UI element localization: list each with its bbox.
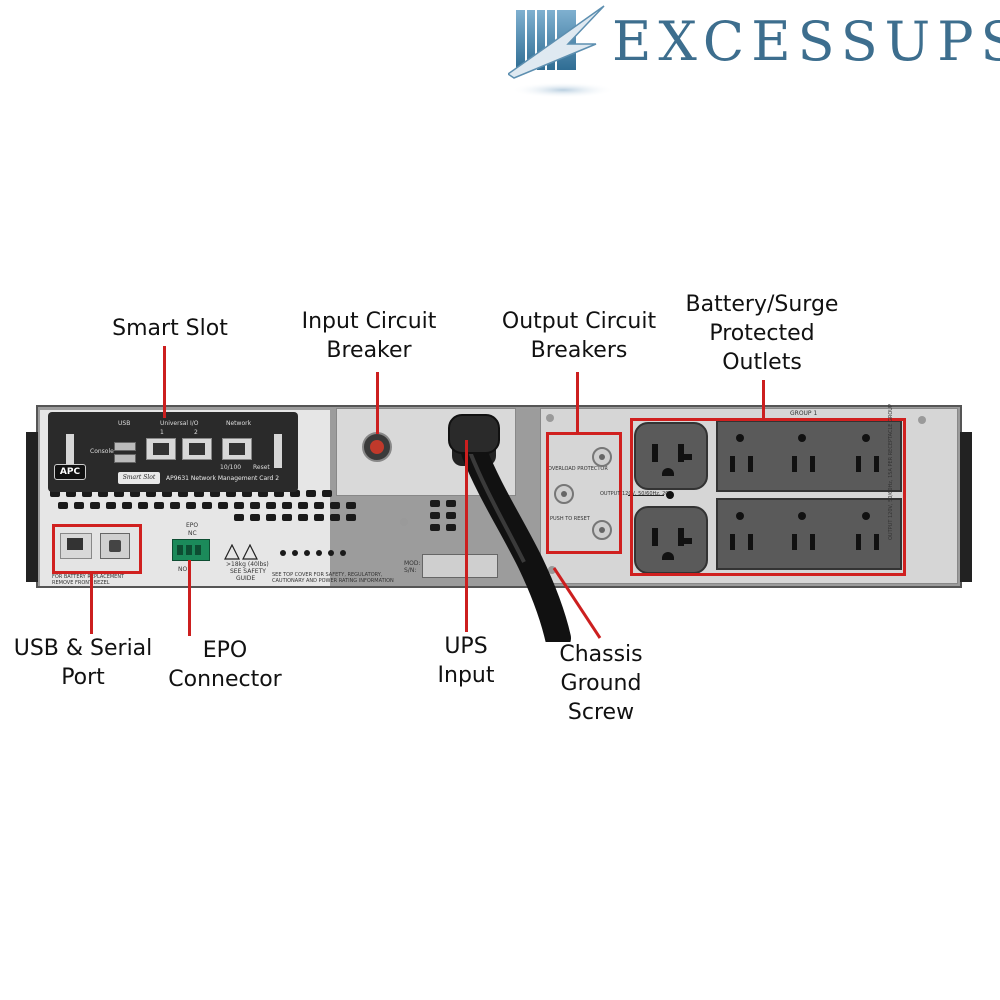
outlets-callout-box: [630, 418, 906, 576]
logo-icon: [508, 5, 615, 98]
label-ups-input: UPS Input: [437, 634, 495, 688]
weight-note: >18kg (40lbs): [226, 561, 269, 568]
group-label: GROUP 1: [790, 410, 818, 417]
chassis-ground-screw[interactable]: [548, 566, 556, 574]
label-input-breaker: Input Circuit Breaker: [301, 309, 437, 363]
outlet-single-top[interactable]: [634, 422, 708, 490]
rating-dot: [666, 491, 674, 499]
card-speed-label: 10/100: [220, 464, 242, 471]
input-circuit-breaker[interactable]: [362, 432, 392, 462]
label-epo: EPO Connector: [168, 638, 282, 692]
epo-connector[interactable]: [172, 539, 210, 561]
outlet-strip-bottom[interactable]: [716, 498, 902, 570]
label-output-breakers: Output Circuit Breakers: [501, 309, 657, 363]
output-breaker-1[interactable]: [592, 447, 612, 467]
vent-grid: [50, 490, 360, 526]
label-outlets: Battery/Surge Protected Outlets: [685, 292, 839, 375]
output-breakers-callout-box: [546, 432, 622, 554]
rack-ear-left: [26, 432, 38, 582]
guide: GUIDE: [236, 575, 256, 582]
card-smartslot-text: Smart Slot: [122, 474, 156, 481]
card-universal-io-label: Universal I/O: [160, 420, 199, 427]
brand-logo: EXCESSUPS: [508, 4, 1000, 100]
panel-bolt-top: [546, 414, 554, 422]
card-universal-io-port-2[interactable]: [182, 438, 212, 460]
rating-line: [628, 495, 664, 496]
card-reset-label: Reset: [253, 464, 270, 471]
output-breaker-3[interactable]: [592, 520, 612, 540]
output-breaker-2[interactable]: [554, 484, 574, 504]
vent-grid-mid: [430, 500, 520, 540]
model-label: MOD:: [404, 560, 421, 567]
serial-label: S/N:: [404, 567, 417, 574]
card-smartslot-badge: Smart Slot: [118, 472, 160, 484]
card-latch-left: [66, 434, 74, 468]
leader-ups-input: [465, 440, 468, 632]
card-port1-label: 1: [160, 429, 164, 436]
leader-input-breaker: [376, 372, 379, 434]
card-model-label: AP9631 Network Management Card 2: [166, 475, 280, 482]
warning-icon: [224, 544, 258, 560]
label-chassis: Chassis Ground Screw: [559, 642, 643, 725]
smart-slot-card: USB Universal I/O Network 1 2 Console 10…: [48, 412, 298, 492]
overload-label: OVERLOAD PROTECTOR: [548, 466, 608, 472]
leader-epo: [188, 560, 191, 636]
cover-note-line1: SEE TOP COVER FOR SAFETY, REGULATORY,: [272, 572, 383, 578]
leader-usb-serial: [90, 574, 93, 634]
usb-b-port[interactable]: [100, 533, 130, 559]
card-network-label: Network: [226, 420, 252, 427]
card-brand: APC: [59, 467, 81, 477]
card-universal-io-port-1[interactable]: [146, 438, 176, 460]
label-smart-slot: Smart Slot: [112, 316, 228, 341]
epo-label: EPO: [186, 522, 199, 529]
model-plate: [422, 554, 498, 578]
panel-bolt-left-mid: [400, 518, 408, 526]
card-brand-badge: APC: [54, 464, 86, 480]
leader-output-breakers: [576, 372, 579, 434]
label-usb-serial: USB & Serial Port: [13, 636, 153, 690]
epo-nc-label: NC: [188, 530, 197, 537]
brand-name: EXCESSUPS: [612, 10, 1000, 73]
outlet-strip-top[interactable]: [716, 420, 902, 492]
card-port2-label: 2: [194, 429, 198, 436]
card-network-port[interactable]: [222, 438, 252, 460]
card-usb-port-1[interactable]: [114, 442, 136, 451]
battery-note-line1: FOR BATTERY REPLACEMENT: [52, 574, 125, 580]
rack-ear-right: [960, 432, 972, 582]
cord-gland: [448, 414, 500, 454]
epo-no-label: NO: [178, 566, 188, 573]
card-usb-port-2[interactable]: [114, 454, 136, 463]
card-console-label: Console: [90, 448, 114, 455]
vent-grid-small: [280, 550, 360, 560]
cover-note-line2: CAUTIONARY AND POWER RATING INFORMATION: [272, 578, 394, 584]
card-latch-right: [274, 434, 282, 468]
card-usb-label: USB: [118, 420, 131, 427]
side-rating: OUTPUT 120V, 50/60Hz, 15A PER RECEPTACLE…: [888, 404, 894, 540]
leader-outlets: [762, 380, 765, 420]
panel-bolt-right: [918, 416, 926, 424]
output-rating: OUTPUT 120V, 50/60Hz, 20A: [600, 491, 672, 497]
see-safety: SEE SAFETY: [230, 568, 266, 575]
leader-chassis: [552, 567, 602, 639]
battery-note-line2: REMOVE FRONT BEZEL: [52, 580, 110, 586]
serial-port[interactable]: [60, 533, 92, 559]
push-reset-label: PUSH TO RESET: [550, 516, 590, 522]
usb-serial-callout-box: [52, 524, 142, 574]
leader-smart-slot: [163, 346, 166, 418]
